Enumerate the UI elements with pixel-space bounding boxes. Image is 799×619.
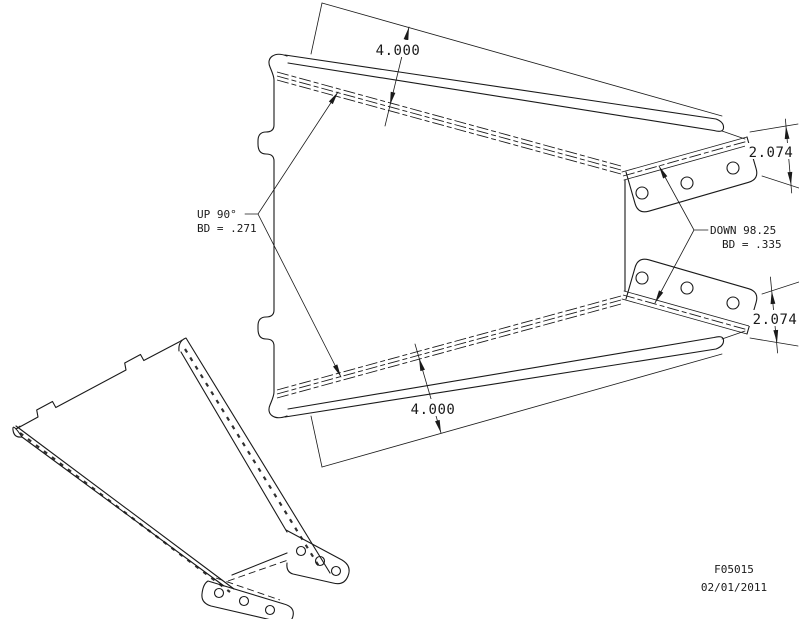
bottom-tab-hole-2 xyxy=(680,281,694,295)
top-tab-hole-1 xyxy=(635,186,649,200)
dim-bottom-tab: 2.074 xyxy=(753,312,798,328)
bottom-tab-dim-extension-1 xyxy=(749,337,799,347)
flat-pattern-left-edge xyxy=(257,53,288,419)
bottom-bend-line xyxy=(276,295,622,399)
bottom-tab-hole-3 xyxy=(726,296,740,310)
iso-bottom-edge xyxy=(231,552,288,576)
iso-bottom-bend-dashes xyxy=(215,559,289,601)
isometric-view xyxy=(12,337,350,619)
bend-notes: UP 90° BD = .271 DOWN 98.25 BD = .335 xyxy=(197,91,782,378)
down-note-leader xyxy=(654,165,709,304)
bottom-tab xyxy=(621,258,758,335)
iso-left-tab xyxy=(201,580,294,619)
top-flange-tip-connector xyxy=(721,130,746,140)
top-tab-bend-line xyxy=(621,136,750,181)
iso-back-edge xyxy=(15,341,180,430)
bottom-tab-outline xyxy=(625,258,758,335)
bend-note-down-line2: BD = .335 xyxy=(722,238,782,251)
top-tab-dim-extension-1 xyxy=(749,123,799,133)
dim-top-flange: 4.000 xyxy=(376,43,421,59)
bottom-dim-extension-2 xyxy=(321,353,723,468)
top-bend-line xyxy=(276,71,622,175)
flat-pattern-view: 4.000 4.000 2.074 2.074 xyxy=(197,2,799,468)
iso-right-tab xyxy=(285,529,350,585)
top-tab xyxy=(621,136,758,213)
top-tab-dim-extension-2 xyxy=(761,175,799,189)
bottom-dim-line xyxy=(414,343,442,434)
bottom-flange-edge xyxy=(284,336,725,418)
drawing-date: 02/01/2011 xyxy=(701,581,767,594)
iso-corner-join-right xyxy=(178,339,183,343)
bend-note-up-line1: UP 90° xyxy=(197,208,237,221)
dim-bottom-flange: 4.000 xyxy=(411,402,456,418)
bottom-dim-extension-1 xyxy=(310,415,323,468)
top-dim-extension-2 xyxy=(321,2,723,117)
iso-left-flange xyxy=(12,425,235,593)
top-tab-hole-2 xyxy=(680,176,694,190)
title-block: F05015 02/01/2011 xyxy=(701,563,767,594)
bend-note-down-line1: DOWN 98.25 xyxy=(710,224,776,237)
bend-note-up-line2: BD = .271 xyxy=(197,222,257,235)
dimensions: 4.000 4.000 2.074 2.074 xyxy=(310,2,799,468)
part-number: F05015 xyxy=(714,563,754,576)
top-dim-extension-1 xyxy=(310,2,323,55)
bottom-tab-bend-line xyxy=(621,290,750,335)
dim-top-tab: 2.074 xyxy=(749,145,794,161)
iso-right-flange xyxy=(178,337,331,574)
top-tab-hole-3 xyxy=(726,161,740,175)
bottom-tab-hole-1 xyxy=(635,271,649,285)
iso-corner-join-left xyxy=(15,425,21,430)
bottom-tab-dim-extension-2 xyxy=(761,281,799,295)
top-tab-outline xyxy=(625,136,758,213)
top-flange-edge xyxy=(284,54,725,132)
up-note-leader xyxy=(244,91,342,378)
